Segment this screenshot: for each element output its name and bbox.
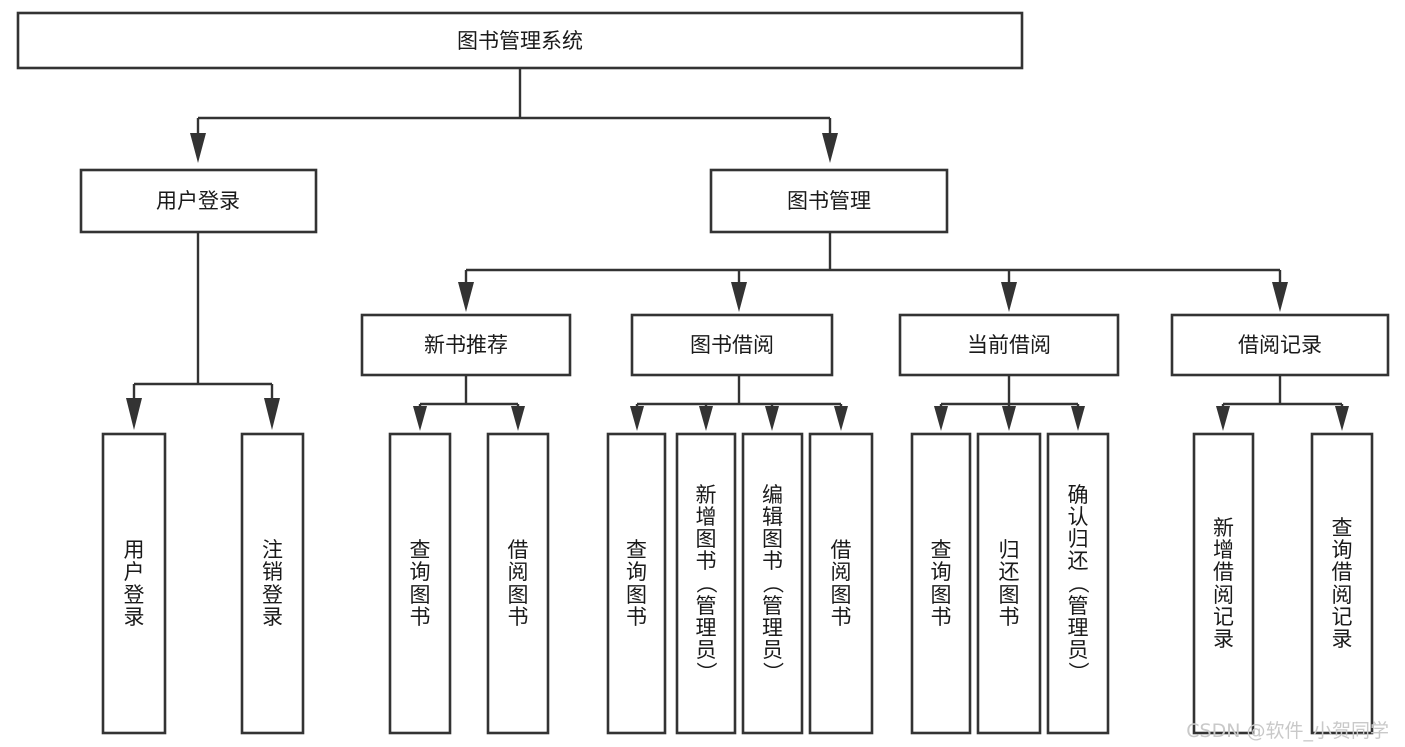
connector-group-root-to-level2 [190,68,838,163]
node-new-book-recommend[interactable]: 新书推荐 [360,313,572,377]
arrow-head-leaf-query-book-3 [934,406,948,431]
node-leaf-query-book-1-box[interactable] [388,432,452,735]
node-leaf-edit-book-box[interactable] [741,432,804,735]
node-leaf-borrow-book-2-box[interactable] [808,432,874,735]
arrow-head-book-manage [822,133,838,163]
arrow-head-leaf-user-login [126,398,142,430]
arrow-head-current-borrow [1001,282,1017,312]
arrow-head-leaf-query-record [1335,406,1349,431]
node-new-book-recommend-label: 新书推荐 [424,333,508,357]
node-leaf-add-record-box[interactable] [1192,432,1255,735]
arrow-head-leaf-query-book-2 [630,406,644,431]
node-user-login[interactable]: 用户登录 [79,168,318,234]
connector-group-user-login-to-leaves [126,232,280,430]
arrow-head-leaf-borrow-book-1 [511,406,525,431]
node-new-book-recommend-box[interactable] [360,313,572,377]
node-book-manage-box[interactable] [709,168,949,234]
node-leaf-logout-box[interactable] [240,432,305,735]
arrow-head-leaf-borrow-book-2 [834,406,848,431]
arrow-head-leaf-confirm-return [1071,406,1085,431]
node-user-login-box[interactable] [79,168,318,234]
node-book-manage-label: 图书管理 [787,189,871,213]
node-leaf-borrow-book-1-box[interactable] [486,432,550,735]
node-borrow-record[interactable]: 借阅记录 [1170,313,1390,377]
arrow-head-leaf-return-book [1002,406,1016,431]
node-book-borrow-label: 图书借阅 [690,333,774,357]
node-current-borrow-box[interactable] [898,313,1120,377]
node-book-manage[interactable]: 图书管理 [709,168,949,234]
arrow-head-new-book-recommend [458,282,474,312]
arrow-head-book-borrow [731,282,747,312]
node-current-borrow-label: 当前借阅 [967,333,1051,357]
node-book-borrow[interactable]: 图书借阅 [630,313,834,377]
arrow-head-leaf-edit-book [765,406,779,431]
node-leaf-add-book-box[interactable] [675,432,737,735]
node-leaf-query-book-3-box[interactable] [910,432,972,735]
node-leaf-return-book-box[interactable] [976,432,1042,735]
arrow-head-leaf-add-book [699,406,713,431]
node-root-label: 图书管理系统 [457,29,583,53]
arrow-head-leaf-add-record [1216,406,1230,431]
node-user-login-label: 用户登录 [156,189,240,213]
node-book-borrow-box[interactable] [630,313,834,377]
node-leaf-query-book-2-box[interactable] [606,432,667,735]
arrow-head-borrow-record [1272,282,1288,312]
connector-group-book-borrow-to-leaves [630,375,848,431]
node-root-box[interactable] [16,11,1024,70]
connector-group-book-manage-to-level3 [458,232,1288,312]
node-leaf-user-login-box[interactable] [101,432,167,735]
arrow-head-leaf-logout [264,398,280,430]
connector-group-new-book-recommend-to-leaves [413,375,525,431]
arrow-head-leaf-query-book-1 [413,406,427,431]
node-root[interactable]: 图书管理系统 [16,11,1024,70]
leaf-box-group [101,432,1374,735]
node-leaf-query-record-box[interactable] [1310,432,1374,735]
node-borrow-record-box[interactable] [1170,313,1390,377]
arrow-head-user-login [190,133,206,163]
connector-group-current-borrow-to-leaves [934,375,1085,431]
node-leaf-confirm-return-box[interactable] [1046,432,1110,735]
node-current-borrow[interactable]: 当前借阅 [898,313,1120,377]
connector-group-borrow-record-to-leaves [1216,375,1349,431]
node-borrow-record-label: 借阅记录 [1238,333,1322,357]
